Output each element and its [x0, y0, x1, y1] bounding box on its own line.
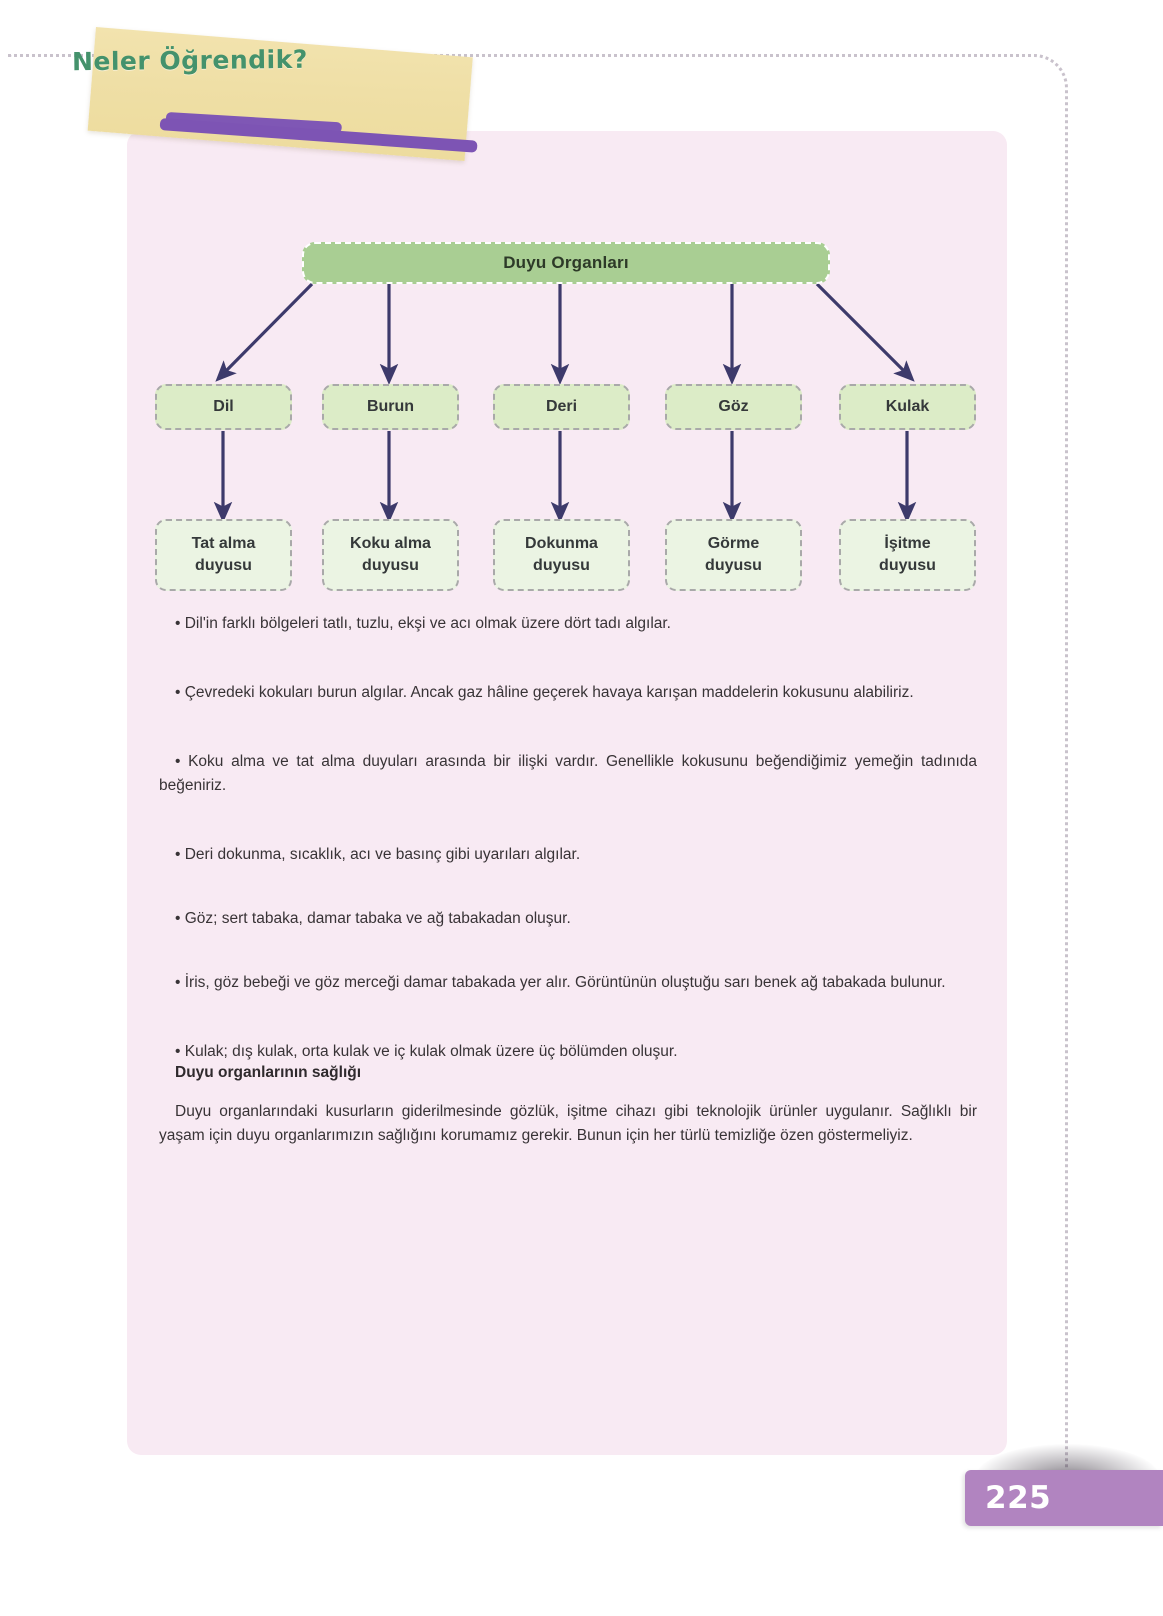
diagram-node-organ-kulak: Kulak: [839, 384, 976, 430]
section-heading-saglik: Duyu organlarının sağlığı: [175, 1064, 362, 1082]
content-panel: [127, 131, 1007, 1455]
diagram-node-organ-dil: Dil: [155, 384, 292, 430]
diagram-node-organ-deri: Deri: [493, 384, 630, 430]
sense-label-line1: Tat alma: [191, 535, 256, 553]
bullet-paragraph-dil: • Dil'in farklı bölgeleri tatlı, tuzlu, …: [175, 615, 671, 632]
page-number-badge: 225: [965, 1470, 1163, 1526]
diagram-node-sense-dokunma: Dokunma duyusu: [493, 519, 630, 591]
section-paragraph-saglik: Duyu organlarındaki kusurların giderilme…: [159, 1103, 977, 1145]
sense-label-line2: duyusu: [533, 557, 590, 574]
sense-label-line2: duyusu: [705, 557, 762, 574]
sense-label-line1: Dokunma: [525, 535, 598, 553]
sense-label-line2: duyusu: [362, 557, 419, 574]
sense-label-line2: duyusu: [195, 557, 252, 574]
diagram-node-organ-goz: Göz: [665, 384, 802, 430]
bullet-paragraph-koku-tat: • Koku alma ve tat alma duyuları arasınd…: [159, 753, 977, 795]
sense-label-line1: İşitme: [884, 535, 931, 553]
sense-label-line2: duyusu: [879, 557, 936, 574]
page-number-label: 225: [985, 1480, 1052, 1516]
diagram-arrows: [213, 282, 917, 523]
diagram-node-sense-gorme: Görme duyusu: [665, 519, 802, 591]
sense-label-line1: Koku alma: [350, 535, 431, 553]
summary-text-block: • Dil'in farklı bölgeleri tatlı, tuzlu, …: [127, 612, 1007, 1148]
bullet-paragraph-kulak: • Kulak; dış kulak, orta kulak ve iç kul…: [175, 1043, 678, 1061]
diagram-node-sense-koku-alma: Koku alma duyusu: [322, 519, 459, 591]
sense-organs-diagram: Duyu Organları Dil Burun Deri Göz Kulak …: [127, 131, 1007, 601]
bullet-paragraph-burun: • Çevredeki kokuları burun algılar. Anca…: [175, 684, 914, 702]
bullet-paragraph-iris: • İris, göz bebeği ve göz merceği damar …: [175, 974, 946, 992]
bullet-paragraph-goz: • Göz; sert tabaka, damar tabaka ve ağ t…: [175, 910, 571, 928]
page-title: Neler Öğrendik?: [71, 44, 308, 77]
diagram-node-organ-burun: Burun: [322, 384, 459, 430]
diagram-node-sense-isitme: İşitme duyusu: [839, 519, 976, 591]
diagram-node-sense-tat-alma: Tat alma duyusu: [155, 519, 292, 591]
sense-label-line1: Görme: [707, 535, 760, 553]
diagram-node-root: Duyu Organları: [302, 242, 830, 284]
bullet-paragraph-deri: • Deri dokunma, sıcaklık, acı ve basınç …: [175, 846, 581, 864]
